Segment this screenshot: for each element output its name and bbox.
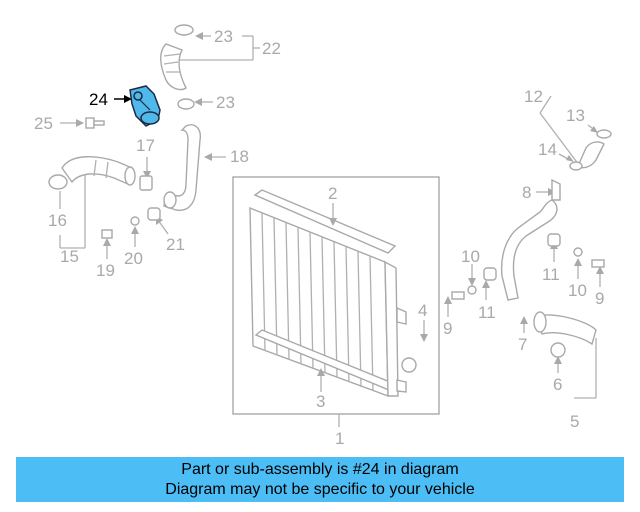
clamp-6 bbox=[550, 342, 566, 358]
callout-23b: 23 bbox=[216, 93, 235, 112]
callout-7: 7 bbox=[518, 335, 527, 354]
callout-11b: 11 bbox=[542, 265, 560, 284]
hose-fitting-upper bbox=[396, 306, 407, 325]
bushing-11a bbox=[483, 267, 497, 281]
clamp-16 bbox=[48, 174, 68, 190]
charge-hose-left bbox=[61, 156, 133, 185]
info-banner: Part or sub-assembly is #24 in diagram D… bbox=[16, 457, 624, 502]
parts-diagram: 1 2 3 4 5 6 7 8 9 9 10 10 11 11 12 13 14… bbox=[34, 24, 612, 448]
callout-12: 12 bbox=[524, 87, 543, 106]
bolt-9b bbox=[591, 259, 605, 268]
callout-24: 24 bbox=[89, 90, 108, 109]
callout-3: 3 bbox=[316, 392, 325, 411]
bolt-19 bbox=[101, 229, 113, 239]
flange-part-24[interactable] bbox=[129, 85, 161, 127]
callout-15: 15 bbox=[60, 247, 79, 266]
bushing-21 bbox=[147, 207, 161, 221]
callout-18: 18 bbox=[230, 147, 249, 166]
upper-bracket bbox=[253, 189, 397, 254]
bolt-9a bbox=[451, 291, 465, 300]
drain-fitting bbox=[401, 357, 417, 373]
callout-9a: 9 bbox=[443, 319, 452, 338]
radiator-fins bbox=[261, 212, 374, 392]
callout-19: 19 bbox=[96, 261, 115, 280]
left-parts bbox=[48, 24, 201, 239]
callout-4: 4 bbox=[418, 301, 427, 320]
callout-11a: 11 bbox=[478, 303, 496, 322]
callout-2: 2 bbox=[328, 184, 337, 203]
callout-14: 14 bbox=[538, 140, 557, 159]
banner-line-1: Part or sub-assembly is #24 in diagram bbox=[181, 460, 459, 478]
clamp-13 bbox=[596, 129, 612, 139]
radiator-assembly bbox=[232, 176, 440, 415]
hose-clamp-upper bbox=[174, 24, 194, 36]
callout-16: 16 bbox=[48, 211, 67, 230]
pipe-fitting-8 bbox=[551, 178, 561, 201]
charge-hose-upper bbox=[160, 43, 187, 91]
callout-10b: 10 bbox=[568, 281, 587, 300]
side-tank bbox=[384, 260, 399, 397]
radiator-frame bbox=[232, 176, 440, 415]
callout-21: 21 bbox=[166, 235, 185, 254]
washer-10a bbox=[467, 285, 477, 295]
callout-20: 20 bbox=[124, 249, 143, 268]
callout-1: 1 bbox=[335, 429, 344, 448]
callout-9b: 9 bbox=[595, 289, 604, 308]
bolt-25 bbox=[85, 117, 105, 129]
callout-13: 13 bbox=[566, 106, 585, 125]
hose-clamp-lower bbox=[177, 98, 195, 110]
clamp-14 bbox=[569, 161, 583, 171]
right-parts bbox=[451, 129, 612, 358]
charge-pipe-right bbox=[500, 199, 558, 301]
callout-labels: 1 2 3 4 5 6 7 8 9 9 10 10 11 11 12 13 14… bbox=[34, 27, 604, 448]
washer-10b bbox=[573, 247, 583, 257]
bushing-11b bbox=[547, 233, 561, 247]
callout-23a: 23 bbox=[214, 27, 233, 46]
callout-6: 6 bbox=[553, 375, 562, 394]
bolt-20 bbox=[130, 216, 140, 226]
hose-fitting-lower bbox=[396, 379, 407, 393]
callout-22: 22 bbox=[262, 39, 281, 58]
banner-line-2: Diagram may not be specific to your vehi… bbox=[165, 480, 475, 498]
callout-5: 5 bbox=[570, 412, 579, 431]
callout-25: 25 bbox=[34, 114, 53, 133]
hose-5 bbox=[537, 314, 597, 346]
sensor-17 bbox=[139, 175, 153, 191]
callout-17: 17 bbox=[136, 136, 155, 155]
callout-8: 8 bbox=[522, 183, 531, 202]
callout-10a: 10 bbox=[461, 247, 480, 266]
